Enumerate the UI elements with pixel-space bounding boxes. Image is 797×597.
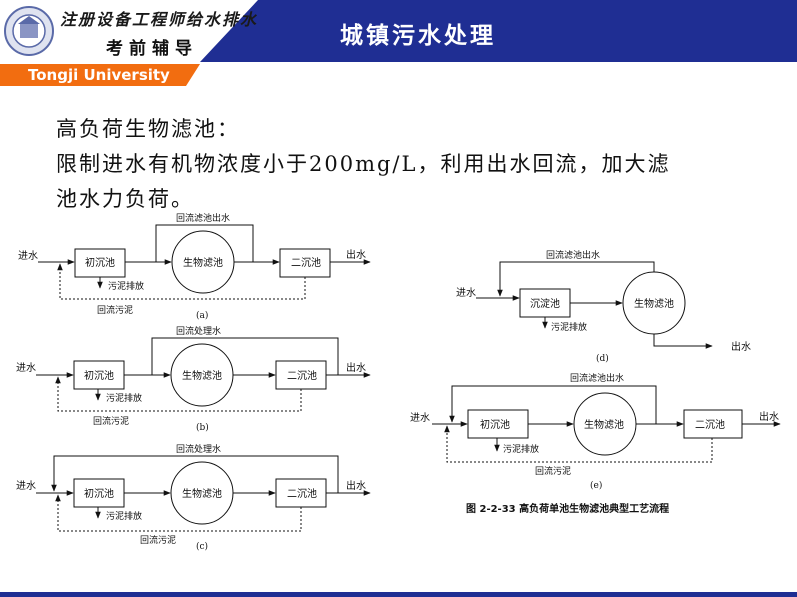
flow-a-sludge-return — [57, 263, 306, 300]
flow-a-outflow-label: 出水 — [346, 248, 366, 261]
flow-c-secondary-label: 二沉池 — [287, 487, 317, 500]
flow-d-recycle-label: 回流滤池出水 — [546, 249, 600, 261]
flow-e-inflow-label: 进水 — [410, 412, 430, 424]
flow-e-secondary-box — [683, 409, 743, 439]
flow-c-sludge-return-label: 回流污泥 — [140, 534, 176, 546]
flow-b-outflow-label: 出水 — [346, 361, 366, 374]
flow-c — [36, 455, 371, 532]
flow-c-recycle-line — [51, 455, 339, 493]
flow-a-primary-box — [74, 248, 126, 278]
flow-c-primary-box — [73, 478, 125, 508]
flow-d-caption: (d) — [596, 353, 609, 364]
flow-c-biofilter-label: 生物滤池 — [182, 487, 222, 500]
flow-a — [38, 224, 371, 300]
flow-a-primary-label: 初沉池 — [85, 256, 115, 269]
flow-a-inflow-label: 进水 — [18, 250, 38, 262]
flow-c-recycle-label: 回流处理水 — [176, 443, 221, 455]
flow-d-inflow-label: 进水 — [456, 287, 476, 299]
flow-b-inflow-label: 进水 — [16, 362, 36, 374]
flow-e-primary-box — [467, 409, 529, 439]
flow-d-sludge-label: 污泥排放 — [551, 321, 587, 333]
university-label: Tongji University — [28, 66, 170, 84]
flow-e-caption: (e) — [590, 480, 602, 491]
flow-a-recycle-line — [155, 224, 254, 262]
guide-line: 考前辅导 — [106, 39, 198, 59]
flow-d-primary-label: 沉淀池 — [530, 297, 560, 310]
university-logo — [4, 6, 54, 56]
flow-c-inflow-label: 进水 — [16, 480, 36, 492]
flow-b-sludge-label: 污泥排放 — [106, 392, 142, 404]
flow-c-outflow-label: 出水 — [346, 479, 366, 492]
flow-c-sludge-label: 污泥排放 — [106, 510, 142, 522]
flow-d-recycle-line — [497, 261, 655, 297]
flow-d — [476, 261, 713, 349]
intro-line-3: 池水力负荷。 — [56, 187, 194, 211]
cert-line: 注册设备工程师给水排水 — [60, 10, 259, 29]
flow-d-primary-box — [519, 288, 571, 318]
header-bar: 注册设备工程师给水排水 考前辅导 城镇污水处理 — [0, 0, 797, 62]
flow-b-recycle-line — [151, 337, 339, 375]
flow-b — [36, 337, 371, 412]
flow-e — [432, 385, 781, 463]
flow-e-primary-label: 初沉池 — [480, 418, 510, 431]
flow-a-secondary-box — [279, 248, 331, 278]
flow-a-sludge-label: 污泥排放 — [108, 280, 144, 292]
flow-c-primary-label: 初沉池 — [84, 487, 114, 500]
flow-a-recycle-label: 回流滤池出水 — [176, 212, 230, 224]
flow-d-biofilter-label: 生物滤池 — [634, 297, 674, 310]
flow-a-sludge-return-label: 回流污泥 — [97, 304, 133, 316]
flow-a-secondary-label: 二沉池 — [291, 256, 321, 269]
flow-b-caption: (b) — [196, 422, 209, 433]
intro-line-2: 限制进水有机物浓度小于200mg/L，利用出水回流，加大滤 — [56, 152, 671, 176]
flow-b-recycle-label: 回流处理水 — [176, 325, 221, 337]
flow-d-outflow-label: 出水 — [731, 340, 751, 353]
flow-e-biofilter-label: 生物滤池 — [584, 418, 624, 431]
flow-e-sludge-return-label: 回流污泥 — [535, 465, 571, 477]
flow-b-primary-label: 初沉池 — [84, 369, 114, 382]
figure-caption: 图 2-2-33 高负荷单池生物滤池典型工艺流程 — [466, 502, 669, 515]
flow-b-secondary-label: 二沉池 — [287, 369, 317, 382]
flow-e-recycle-line — [449, 385, 657, 424]
intro-line-1: 高负荷生物滤池： — [56, 117, 240, 141]
flow-b-biofilter-label: 生物滤池 — [182, 369, 222, 382]
university-banner — [0, 64, 200, 86]
page-title: 城镇污水处理 — [340, 22, 496, 49]
flow-c-caption: (c) — [196, 541, 208, 552]
flow-b-primary-box — [73, 360, 125, 390]
flow-b-sludge-return-label: 回流污泥 — [93, 415, 129, 427]
header-background — [200, 0, 797, 62]
intro-text: 高负荷生物滤池： 限制进水有机物浓度小于200mg/L，利用出水回流，加大滤 池… — [56, 112, 776, 217]
flow-e-recycle-label: 回流滤池出水 — [570, 372, 624, 384]
footer-line — [0, 592, 797, 597]
flow-e-sludge-label: 污泥排放 — [503, 443, 539, 455]
flow-e-secondary-label: 二沉池 — [695, 418, 725, 431]
flow-a-biofilter-label: 生物滤池 — [183, 256, 223, 269]
flow-e-outflow-label: 出水 — [759, 410, 779, 423]
header-left-panel: 注册设备工程师给水排水 考前辅导 — [0, 0, 258, 62]
flow-a-caption: (a) — [196, 310, 208, 321]
